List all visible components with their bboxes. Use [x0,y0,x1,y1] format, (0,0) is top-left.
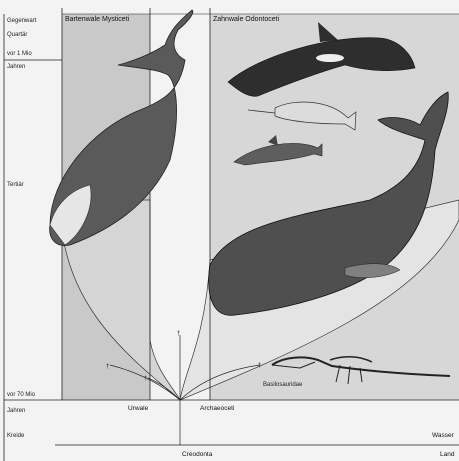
label-jahren-top: Jahren [7,64,25,70]
label-vor-1-mio: vor 1 Mio [7,51,32,57]
label-creodonta: Creodonta [182,451,213,458]
extinct-marker-3: † [177,331,180,337]
label-tertiaer: Tertiär [7,182,24,188]
label-urwale: Urwale [128,405,149,412]
label-vor-70-mio: vor 70 Mio [7,392,36,398]
label-wasser: Wasser [432,432,455,439]
label-basilosaurus: Basilosauridae [263,382,303,388]
label-quartaer: Quartär [7,32,27,38]
header-baleen-whales: Bartenwale Mysticeti [65,16,130,23]
label-archaeoceti: Archaeoceti [200,405,234,412]
extinct-marker-2: † [144,376,147,382]
label-kreide: Kreide [7,433,25,439]
extinct-marker-4: † [258,363,261,369]
label-land: Land [440,451,455,458]
label-jahren-bottom: Jahren [7,408,25,414]
label-gegenwart: Gegenwart [7,18,37,24]
header-toothed-whales: Zahnwale Odontoceti [213,16,280,23]
extinct-marker-1: † [106,364,109,370]
